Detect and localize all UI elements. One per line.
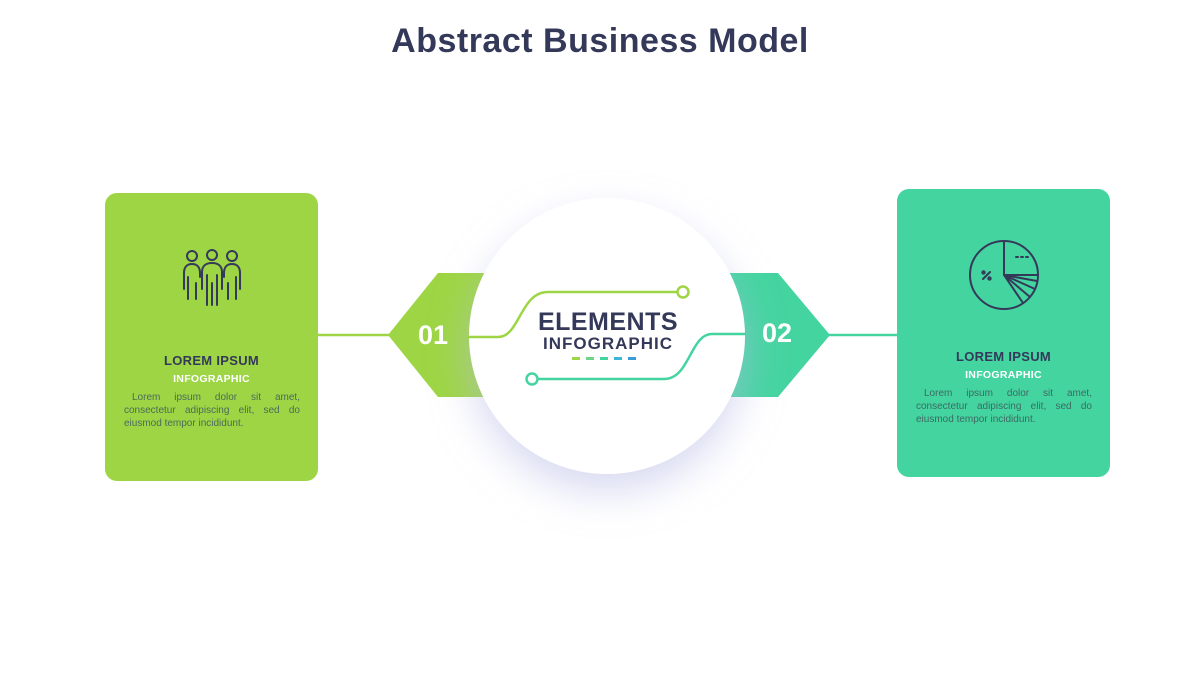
center-circle [469,198,745,474]
step-02-title: LOREM IPSUM [955,349,1052,364]
step-02-number: 02 [762,318,793,348]
center-title: ELEMENTS [537,308,679,336]
dash-1 [572,357,580,360]
step-02-tag [722,273,830,397]
dash-2 [586,357,594,360]
step-01-text: Lorem ipsum dolor sit amet, consectetur … [124,392,300,429]
step-01-card: LOREM IPSUM INFOGRAPHIC Lorem ipsum dolo… [105,193,318,481]
circuit-line-top [468,290,678,339]
page-title: Abstract Business Model [391,22,809,60]
step-02-card: LOREM IPSUM INFOGRAPHIC Lorem ipsum dolo… [897,189,1110,477]
dash-5 [628,357,636,360]
step-02-text: Lorem ipsum dolor sit amet, consectetur … [916,388,1092,425]
step-01-number: 01 [418,320,449,350]
circuit-node-top [676,285,690,299]
circuit-node-bottom [525,372,539,386]
step-02-subtitle: INFOGRAPHIC [965,369,1042,381]
step-01-title: LOREM IPSUM [163,353,260,368]
circuit-line-bottom [537,332,746,381]
dash-4 [614,357,622,360]
center-subtitle: INFOGRAPHIC [543,334,673,353]
dash-3 [600,357,608,360]
step-01-subtitle: INFOGRAPHIC [173,373,250,385]
step-01-tag [388,273,492,397]
people-group-icon [183,249,241,306]
pie-chart-icon [969,240,1039,310]
